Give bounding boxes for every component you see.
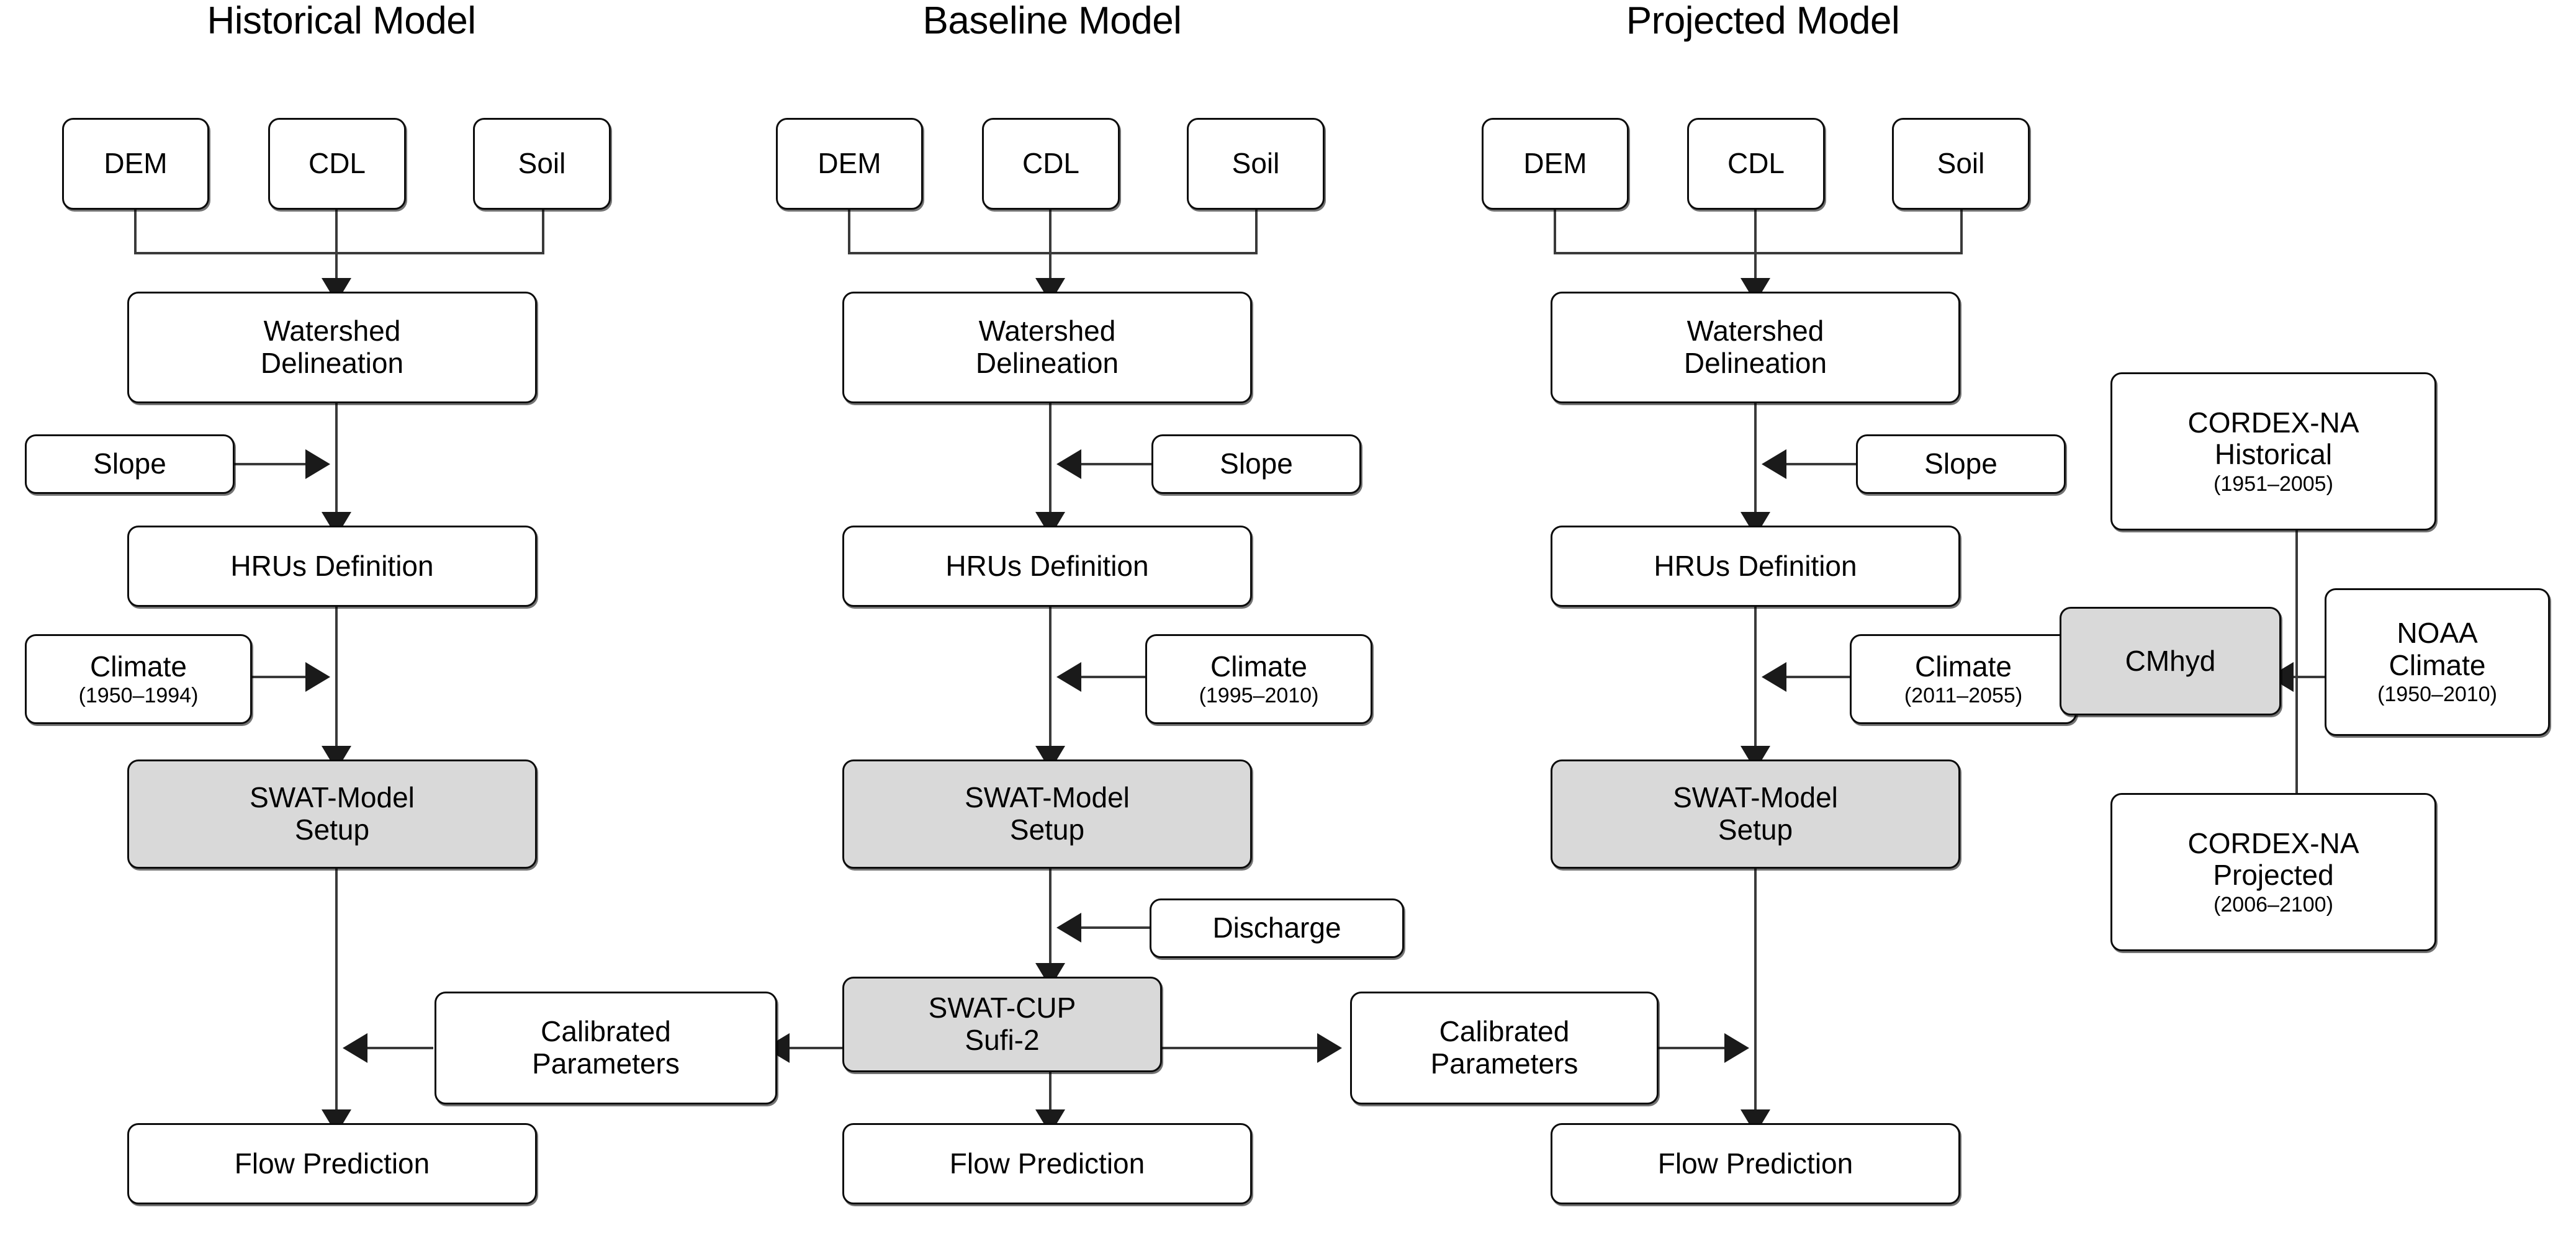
node-label-line2: Parameters [532,1047,680,1080]
node-sublabel: (1950–1994) [78,684,199,708]
edge-base-inputs-rail [848,210,1258,254]
node-label-line1: SWAT-Model [1673,781,1838,814]
node-sublabel: (1995–2010) [1199,684,1319,708]
node-base-hrus-definition[interactable]: HRUs Definition [842,526,1252,607]
node-hist-watershed-delineation[interactable]: Watershed Delineation [127,292,537,403]
node-label: DEM [104,147,168,180]
node-label: Slope [1220,447,1293,480]
node-label-line2: Delineation [260,347,404,379]
node-base-swat-cup[interactable]: SWAT-CUP Sufi-2 [842,977,1162,1072]
node-proj-swat-model-setup[interactable]: SWAT-Model Setup [1551,759,1960,869]
node-label-line2: Delineation [975,347,1119,379]
node-label-line1: Watershed [1687,315,1824,347]
column-title-projected: Projected Model [1626,0,1900,42]
node-label-line2: Sufi-2 [965,1024,1040,1056]
node-label: CDL [1727,147,1785,180]
node-label: DEM [1523,147,1587,180]
node-base-slope[interactable]: Slope [1151,434,1361,494]
node-proj-dem[interactable]: DEM [1482,118,1629,210]
node-label: Flow Prediction [234,1147,430,1180]
node-hist-cdl[interactable]: CDL [268,118,406,210]
node-label: Slope [93,447,166,480]
node-label: Slope [1924,447,1997,480]
node-cordex-na-historical[interactable]: CORDEX-NA Historical (1951–2005) [2110,372,2436,531]
node-noaa-climate[interactable]: NOAA Climate (1950–2010) [2325,588,2550,736]
node-label-line2: Setup [1009,813,1085,846]
node-label-line2: Delineation [1683,347,1827,379]
node-hist-calibrated-parameters[interactable]: Calibrated Parameters [435,992,777,1104]
node-label-line2: Historical [2214,438,2333,471]
node-base-dem[interactable]: DEM [776,118,923,210]
node-sublabel: (1950–2010) [2377,683,2497,707]
node-label-line2: Climate [2389,648,2486,681]
node-base-soil[interactable]: Soil [1187,118,1325,210]
node-label-line1: CORDEX-NA [2187,406,2359,439]
node-base-cdl[interactable]: CDL [982,118,1120,210]
node-base-flow-prediction[interactable]: Flow Prediction [842,1123,1252,1204]
node-label: DEM [817,147,881,180]
node-label: Climate [1915,650,2012,683]
node-hist-flow-prediction[interactable]: Flow Prediction [127,1123,537,1204]
node-label: Flow Prediction [949,1147,1145,1180]
node-label-line1: Watershed [978,315,1116,347]
node-label-line2: Parameters [1430,1047,1578,1080]
edge-hist-inputs-rail [134,210,544,254]
node-label-line2: Projected [2213,859,2334,892]
node-label-line1: Watershed [263,315,401,347]
node-label: Soil [1937,147,1985,180]
node-proj-soil[interactable]: Soil [1892,118,2030,210]
node-label-line1: Calibrated [541,1015,671,1048]
node-proj-calibrated-parameters[interactable]: Calibrated Parameters [1350,992,1659,1104]
node-label: CDL [308,147,366,180]
node-label: CMhyd [2125,644,2216,677]
node-base-swat-model-setup[interactable]: SWAT-Model Setup [842,759,1252,869]
node-label-line1: SWAT-Model [965,781,1130,814]
node-label: HRUs Definition [945,549,1149,582]
node-proj-watershed-delineation[interactable]: Watershed Delineation [1551,292,1960,403]
column-title-baseline: Baseline Model [922,0,1182,42]
node-sublabel: (2011–2055) [1904,684,2023,708]
node-proj-hrus-definition[interactable]: HRUs Definition [1551,526,1960,607]
node-label: Discharge [1212,912,1341,944]
node-hist-soil[interactable]: Soil [473,118,611,210]
node-label: CDL [1022,147,1080,180]
node-label: Climate [90,650,187,683]
node-label-line1: SWAT-CUP [928,992,1076,1024]
node-label: Flow Prediction [1657,1147,1853,1180]
node-sublabel: (2006–2100) [2213,892,2333,916]
node-sublabel: (1951–2005) [2213,472,2333,496]
node-label-line1: CORDEX-NA [2187,827,2359,859]
node-label-line2: Setup [1718,813,1793,846]
node-cmhyd[interactable]: CMhyd [2060,607,2281,715]
node-hist-climate[interactable]: Climate (1950–1994) [25,634,252,724]
node-base-watershed-delineation[interactable]: Watershed Delineation [842,292,1252,403]
node-label: HRUs Definition [1654,549,1857,582]
node-hist-slope[interactable]: Slope [25,434,235,494]
column-title-historical: Historical Model [207,0,476,42]
node-label-line1: Calibrated [1439,1015,1570,1048]
node-label-line2: Setup [294,813,370,846]
node-label: Soil [518,147,566,180]
node-hist-swat-model-setup[interactable]: SWAT-Model Setup [127,759,537,869]
node-proj-slope[interactable]: Slope [1856,434,2066,494]
node-label-line1: SWAT-Model [250,781,415,814]
node-label: Soil [1232,147,1280,180]
node-cordex-na-projected[interactable]: CORDEX-NA Projected (2006–2100) [2110,793,2436,951]
node-base-climate[interactable]: Climate (1995–2010) [1145,634,1372,724]
node-base-discharge[interactable]: Discharge [1150,898,1404,958]
node-proj-climate[interactable]: Climate (2011–2055) [1850,634,2077,724]
node-label-line1: NOAA [2397,617,2478,650]
node-label: Climate [1210,650,1307,683]
node-hist-dem[interactable]: DEM [62,118,209,210]
node-proj-cdl[interactable]: CDL [1687,118,1825,210]
edge-proj-inputs-rail [1554,210,1963,254]
node-hist-hrus-definition[interactable]: HRUs Definition [127,526,537,607]
node-proj-flow-prediction[interactable]: Flow Prediction [1551,1123,1960,1204]
node-label: HRUs Definition [230,549,434,582]
